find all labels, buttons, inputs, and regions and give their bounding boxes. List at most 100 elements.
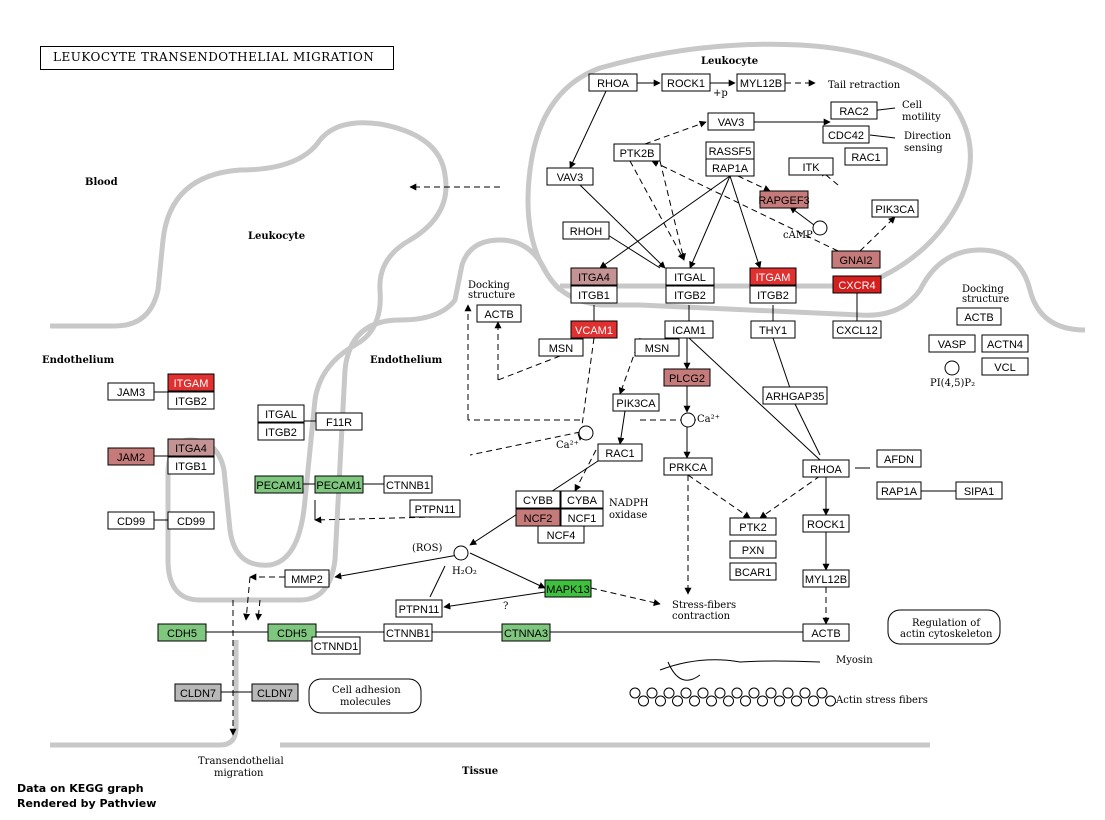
gene-node-cldn7[interactable]: CLDN7: [174, 683, 222, 702]
pathway-edge: [689, 175, 731, 269]
gene-node-label: JAM3: [117, 387, 145, 399]
gene-node-box: [762, 386, 828, 405]
gene-node-pik3ca[interactable]: PIK3CA: [612, 393, 660, 412]
gene-node-itgb1[interactable]: ITGB1: [167, 456, 215, 475]
gene-node-afdn[interactable]: AFDN: [876, 449, 922, 468]
gene-node-icam1[interactable]: ICAM1: [664, 320, 714, 339]
gene-node-box: [613, 143, 661, 162]
gene-node-rhoa[interactable]: RHOA: [802, 459, 850, 478]
gene-node-cdh5[interactable]: CDH5: [157, 623, 207, 642]
gene-node-rhoh[interactable]: RHOH: [562, 221, 610, 240]
gene-node-pecam1[interactable]: PECAM1: [314, 475, 364, 494]
gene-node-sipa1[interactable]: SIPA1: [955, 481, 1003, 500]
gene-node-rap1a[interactable]: RAP1A: [876, 481, 922, 500]
gene-node-label: ITGB2: [757, 290, 789, 302]
gene-node-itgb2[interactable]: ITGB2: [167, 391, 215, 410]
gene-node-rock1[interactable]: ROCK1: [661, 73, 711, 92]
gene-node-plcg2[interactable]: PLCG2: [663, 368, 711, 387]
gene-node-pxn[interactable]: PXN: [729, 540, 777, 559]
gene-node-label: ITGAL: [265, 409, 297, 421]
gene-node-ncf2[interactable]: NCF2: [515, 508, 561, 527]
gene-node-itgal[interactable]: ITGAL: [665, 267, 715, 286]
gene-node-gnai2[interactable]: GNAI2: [831, 250, 881, 269]
gene-node-rac2[interactable]: RAC2: [830, 101, 878, 120]
gene-node-itgb2[interactable]: ITGB2: [749, 285, 797, 304]
gene-node-jam3[interactable]: JAM3: [107, 382, 155, 401]
gene-node-bcar1[interactable]: BCAR1: [729, 562, 777, 581]
gene-node-box: [257, 422, 305, 441]
gene-node-ncf4[interactable]: NCF4: [537, 525, 585, 544]
gene-node-box: [315, 412, 363, 431]
pathway-map-link[interactable]: [308, 678, 422, 714]
gene-node-cldn7[interactable]: CLDN7: [251, 683, 299, 702]
gene-node-rac1[interactable]: RAC1: [844, 147, 888, 166]
label-reg-1: Regulation of: [912, 618, 981, 629]
gene-node-rock1[interactable]: ROCK1: [802, 514, 850, 533]
gene-node-mmp2[interactable]: MMP2: [284, 569, 330, 588]
gene-node-myl12b[interactable]: MYL12B: [802, 569, 850, 588]
gene-node-rac1[interactable]: RAC1: [597, 443, 643, 462]
gene-node-itgb2[interactable]: ITGB2: [665, 285, 715, 304]
gene-node-itga4[interactable]: ITGA4: [167, 438, 215, 457]
gene-node-ptpn11[interactable]: PTPN11: [409, 499, 461, 518]
gene-node-myl12b[interactable]: MYL12B: [736, 73, 786, 92]
gene-node-ctnnb1[interactable]: CTNNB1: [383, 475, 433, 494]
gene-node-itgam[interactable]: ITGAM: [167, 373, 215, 392]
gene-node-vav3[interactable]: VAV3: [707, 112, 755, 131]
gene-node-vcl[interactable]: VCL: [981, 357, 1029, 376]
gene-node-pik3ca[interactable]: PIK3CA: [871, 199, 919, 218]
gene-node-rhoa[interactable]: RHOA: [588, 73, 638, 92]
gene-node-ctnna3[interactable]: CTNNA3: [501, 623, 551, 642]
compound-node: [680, 412, 696, 428]
gene-node-ptpn11[interactable]: PTPN11: [395, 599, 443, 618]
gene-node-cdc42[interactable]: CDC42: [822, 125, 870, 144]
gene-node-jam2[interactable]: JAM2: [107, 447, 155, 466]
gene-node-f11r[interactable]: F11R: [315, 412, 363, 431]
gene-node-box: [570, 320, 618, 339]
gene-node-prkca[interactable]: PRKCA: [663, 457, 713, 476]
gene-node-itga4[interactable]: ITGA4: [570, 267, 618, 286]
gene-node-cd99[interactable]: CD99: [167, 511, 215, 530]
gene-node-actb[interactable]: ACTB: [956, 307, 1002, 326]
gene-node-thy1[interactable]: THY1: [750, 320, 796, 339]
gene-node-cxcl12[interactable]: CXCL12: [832, 320, 882, 339]
pathway-edge: [819, 169, 839, 186]
gene-node-ctnnd1[interactable]: CTNND1: [311, 636, 361, 655]
gene-node-actb[interactable]: ACTB: [802, 623, 850, 642]
gene-node-mapk13[interactable]: MAPK13: [544, 579, 592, 598]
gene-node-itgal[interactable]: ITGAL: [257, 404, 305, 423]
gene-node-itk[interactable]: ITK: [788, 157, 834, 176]
gene-node-vasp[interactable]: VASP: [928, 334, 976, 353]
gene-node-vcam1[interactable]: VCAM1: [570, 320, 618, 339]
gene-node-ptk2[interactable]: PTK2: [729, 517, 777, 536]
pathway-map-link[interactable]: [887, 609, 1001, 645]
gene-node-ctnnb1[interactable]: CTNNB1: [383, 623, 433, 642]
gene-node-cyba[interactable]: CYBA: [560, 490, 604, 509]
actin-bead: [655, 695, 666, 707]
gene-node-box: [562, 221, 610, 240]
gene-node-pecam1[interactable]: PECAM1: [254, 475, 304, 494]
gene-node-msn[interactable]: MSN: [538, 338, 584, 357]
gene-node-label: NCF2: [524, 513, 553, 525]
gene-node-itgb2[interactable]: ITGB2: [257, 422, 305, 441]
gene-node-label: ITK: [802, 162, 820, 174]
gene-node-rap1a[interactable]: RAP1A: [705, 158, 755, 177]
gene-node-cdh5[interactable]: CDH5: [267, 623, 317, 642]
compound-node: [578, 425, 594, 441]
gene-node-actb[interactable]: ACTB: [476, 304, 522, 323]
gene-node-cybb[interactable]: CYBB: [515, 490, 561, 509]
gene-node-msn[interactable]: MSN: [634, 338, 680, 357]
gene-node-vav3[interactable]: VAV3: [546, 167, 594, 186]
gene-node-rassf5[interactable]: RASSF5: [705, 141, 755, 160]
gene-node-cxcr4[interactable]: CXCR4: [832, 275, 882, 294]
gene-node-box: [802, 514, 850, 533]
gene-node-box: [157, 623, 207, 642]
gene-node-ptk2b[interactable]: PTK2B: [613, 143, 661, 162]
gene-node-itgam[interactable]: ITGAM: [749, 267, 797, 286]
gene-node-cd99[interactable]: CD99: [107, 511, 155, 530]
gene-node-rapgef3[interactable]: RAPGEF3: [758, 190, 810, 209]
gene-node-actn4[interactable]: ACTN4: [981, 334, 1029, 353]
gene-node-arhgap35[interactable]: ARHGAP35: [762, 386, 828, 405]
gene-node-itgb1[interactable]: ITGB1: [570, 285, 618, 304]
gene-node-ncf1[interactable]: NCF1: [560, 508, 604, 527]
